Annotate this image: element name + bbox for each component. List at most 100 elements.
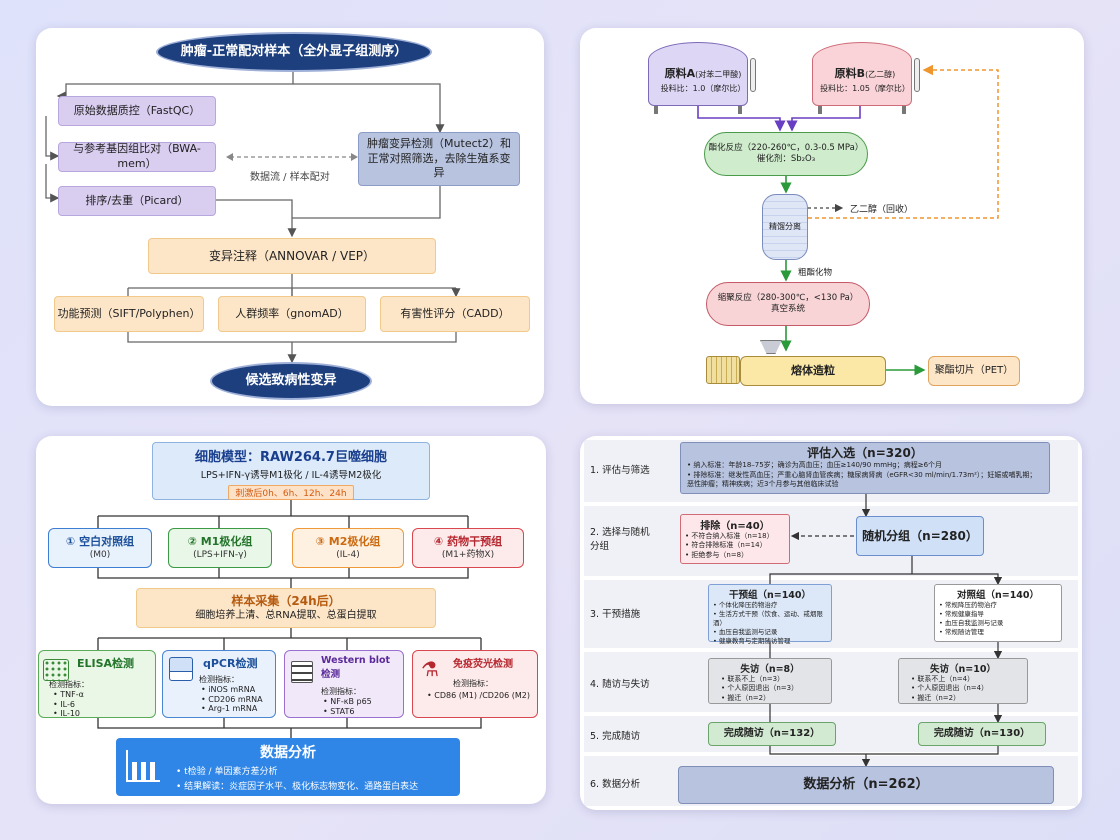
panel-exome-pipeline: 肿瘤-正常配对样本（全外显子组测序） 原始数据质控（FastQC） 与参考基因组… [36,28,544,406]
bar-chart-icon [126,750,160,782]
lost-control-title: 失访（n=10） [930,664,996,675]
elisa-items: TNF-αIL-6IL-10 [53,690,151,719]
qpcr-items: iNOS mRNACD206 mRNAArg-1 mRNA [201,685,271,714]
control-list: 常规降压药物治疗常规健康指导血压自我监测与记录常规随访管理 [939,601,1057,637]
tank-b-gauge-icon [914,58,920,92]
mutect-node: 肿瘤变异检测（Mutect2）和正常对照筛选，去除生殖系变异 [358,132,520,186]
ester-conditions: 酯化反应（220-260℃，0.3-0.5 MPa） [708,142,864,153]
analysis-line-2: • 结果解读：炎症因子水平、极化标志物变化、通路蛋白表达 [176,782,419,792]
lost-item: 联系不上（n=4） [911,675,1023,684]
elisa-header: 检测指标： [49,680,89,689]
hopper-icon [760,340,782,354]
dataflow-label: 数据流 / 样本配对 [250,172,330,183]
group-m2-title: ③ M2极化组 [315,534,381,548]
lost-control-list: 联系不上（n=4）个人原因退出（n=4）搬迁（n=2） [911,675,1023,703]
panel-consort-flow: 1. 评估与筛选 2. 选择与随机分组 3. 干预措施 4. 随访与失访 5. … [580,436,1082,810]
stage-4: 4. 随访与失访 [590,679,650,690]
if-item: CD86 (M1) /CD206 (M2) [427,691,533,701]
analysis-method: t检验 / 单因素方差分析 [184,767,278,777]
stage-3: 3. 干预措施 [590,609,641,620]
assess-title: 评估入选（n=320） [807,446,923,460]
assay-if: ⚗ 免疫荧光检测 检测指标： CD86 (M1) /CD206 (M2) [412,650,538,718]
group-control: ① 空白对照组(M0) [48,528,152,568]
lost-item: 联系不上（n=3） [721,675,827,684]
align-node: 与参考基因组比对（BWA-mem） [58,142,216,172]
tank-b-ratio: 投料比：1.05（摩尔比） [820,84,910,93]
western-item: STAT6 [323,707,399,717]
poly-conditions: 缩聚反应（280-300℃，<130 Pa） [717,292,859,303]
extruder-pelletizer: 熔体造粒 [740,356,886,386]
group-m2-sub: (IL-4) [336,550,360,561]
intervention-item: 生活方式干预（饮食、运动、戒烟限酒） [713,610,827,628]
blot-icon [291,661,313,683]
excluded-item: 不符合纳入标准（n=18） [685,532,785,541]
panel-pet-process: 原料A(对苯二甲酸) 投料比：1.0（摩尔比） 原料B(乙二醇) 投料比：1.0… [580,28,1084,404]
assessment-box: 评估入选（n=320） • 纳入标准：年龄18–75岁；确诊为高血压；血压≥14… [680,442,1050,494]
if-header: 检测指标： [453,679,493,688]
intervention-title: 干预组（n=140） [728,590,812,601]
qpcr-item: Arg-1 mRNA [201,704,271,714]
tank-a-ratio: 投料比：1.0（摩尔比） [660,84,746,93]
control-item: 常规降压药物治疗 [939,601,1057,610]
lost-control-box: 失访（n=10） 联系不上（n=4）个人原因退出（n=4）搬迁（n=2） [898,658,1028,704]
sample-node: 肿瘤-正常配对样本（全外显子组测序） [156,32,432,72]
annotation-node: 变异注释（ANNOVAR / VEP） [148,238,436,274]
sample-collection: 样本采集（24h后）细胞培养上清、总RNA提取、总蛋白提取 [136,588,436,628]
tank-b-leg [818,106,822,114]
sample-sub: 细胞培养上清、总RNA提取、总蛋白提取 [195,610,377,622]
cell-model-sub: LPS+IFN-γ诱导M1极化 / IL-4诱导M2极化 [200,470,382,481]
intervention-box: 干预组（n=140） 个体化降压药物治疗生活方式干预（饮食、运动、戒烟限酒）血压… [708,584,832,645]
tank-a-sub: (对苯二甲酸) [695,70,742,79]
tank-b-sub: (乙二醇) [865,70,896,79]
group-drug-sub: (M1+药物X) [441,550,495,561]
western-item: NF-κB p65 [323,697,399,707]
control-title: 对照组（n=140） [956,590,1040,601]
band-2 [584,506,1078,576]
excluded-item: 符合排除标准（n=14） [685,541,785,550]
control-item: 血压自我监测与记录 [939,619,1057,628]
lost-intervention-list: 联系不上（n=3）个人原因退出（n=3）搬迁（n=2） [721,675,827,703]
eg-recycle-label: 乙二醇（回收） [850,205,914,215]
lost-intervention-box: 失访（n=8） 联系不上（n=3）个人原因退出（n=3）搬迁（n=2） [708,658,832,704]
tank-b-title: 原料B [834,67,866,80]
group-drug: ④ 药物干预组(M1+药物X) [412,528,524,568]
stage-6: 6. 数据分析 [590,779,641,790]
qpcr-machine-icon [169,657,193,681]
analysis-box: 数据分析 • t检验 / 单因素方差分析 • 结果解读：炎症因子水平、极化标志物… [116,738,460,796]
ester-catalyst: 催化剂：Sb₂O₃ [756,154,816,164]
intervention-list: 个体化降压药物治疗生活方式干预（饮食、运动、戒烟限酒）血压自我监测与记录健康教育… [713,601,827,646]
excluded-title: 排除（n=40） [700,521,770,532]
western-title: Western blot检测 [321,655,391,680]
qpcr-header: 检测指标： [199,675,239,684]
if-items: CD86 (M1) /CD206 (M2) [427,691,533,701]
group-control-title: ① 空白对照组 [65,534,135,548]
panel-macrophage-study: 细胞模型：RAW264.7巨噬细胞 LPS+IFN-γ诱导M1极化 / IL-4… [36,436,546,804]
lost-item: 个人原因退出（n=3） [721,684,827,693]
elisa-title: ELISA检测 [77,657,135,670]
lost-item: 搬迁（n=2） [721,694,827,703]
control-box: 对照组（n=140） 常规降压药物治疗常规健康指导血压自我监测与记录常规随访管理 [934,584,1062,642]
intervention-item: 个体化降压药物治疗 [713,601,827,610]
tank-b-leg [902,106,906,114]
analysis-interpretation: 结果解读：炎症因子水平、极化标志物变化、通路蛋白表达 [184,782,419,792]
excluded-list: 不符合纳入标准（n=18）符合排除标准（n=14）拒绝参与（n=8） [685,532,785,560]
excluded-box: 排除（n=40） 不符合纳入标准（n=18）符合排除标准（n=14）拒绝参与（n… [680,514,790,564]
tank-b [812,42,912,106]
assess-inclusion: • 纳入标准：年龄18–75岁；确诊为高血压；血压≥140/90 mmHg；病程… [687,461,943,470]
lost-item: 个人原因退出（n=4） [911,684,1023,693]
tank-b-label: 原料B(乙二醇) 投料比：1.05（摩尔比） [820,66,910,96]
tank-a-gauge-icon [750,58,756,92]
group-m1-sub: (LPS+IFN-γ) [193,550,247,561]
assay-western: Western blot检测 检测指标： NF-κB p65STAT6 [284,650,404,718]
sift-node: 功能预测（SIFT/Polyphen） [54,296,204,332]
cell-model-title: 细胞模型：RAW264.7巨噬细胞 [195,450,387,465]
group-m1-title: ② M1极化组 [187,534,253,548]
control-item: 常规健康指导 [939,610,1057,619]
stim-timepoints: 刺激后0h、6h、12h、24h [228,485,354,500]
analysis-title: 数据分析 [260,745,316,761]
pet-output: 聚酯切片（PET） [928,356,1020,386]
elisa-item: IL-10 [53,709,151,719]
stage-5: 5. 完成随访 [590,731,641,742]
assay-elisa: ELISA检测 检测指标： TNF-αIL-6IL-10 [38,650,156,718]
microscope-icon: ⚗ [421,657,439,681]
